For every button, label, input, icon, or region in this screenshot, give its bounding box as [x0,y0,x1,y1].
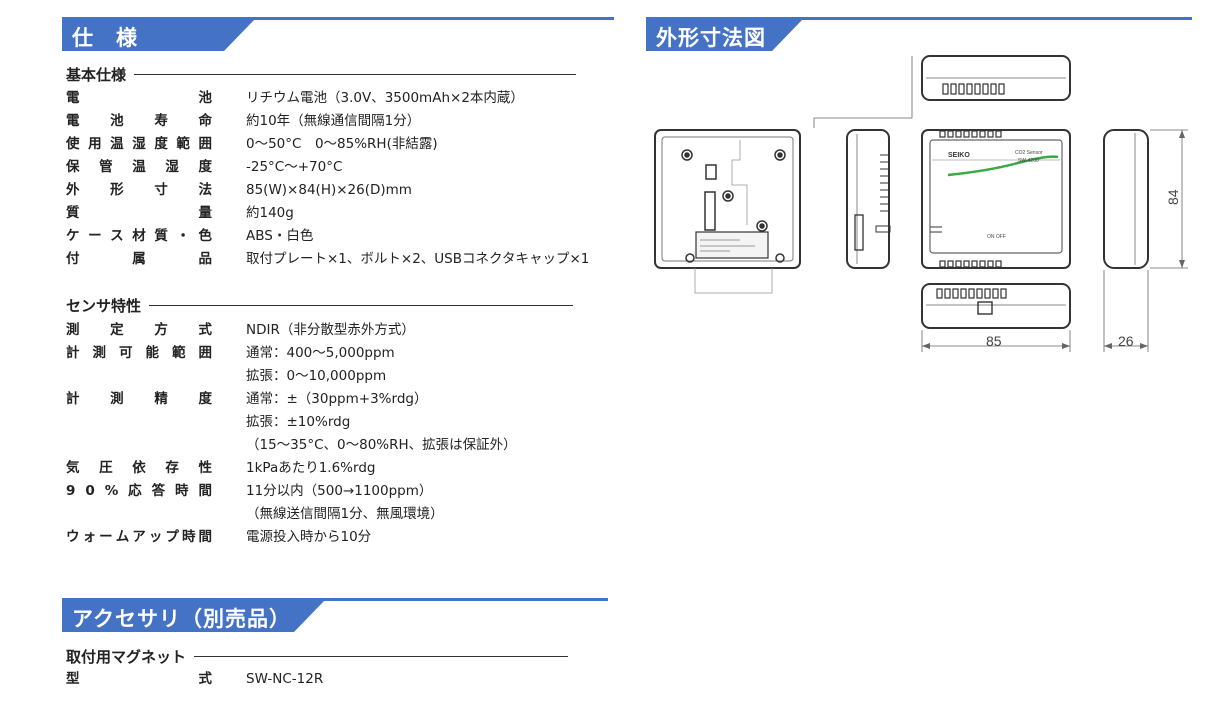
spec-row-label: ウォームアップ時間 [66,529,212,545]
side-view-right [1103,129,1149,269]
dim-width-label: 85 [986,333,1002,349]
front-product-label: CO2 Sensor [1015,150,1043,156]
spec-row-value: -25°C～+70°C [246,159,343,175]
spec-row-value: ABS・白色 [246,228,314,244]
spec-row-label: 保管温湿度 [66,159,212,175]
spec-row-label: 使用温湿度範囲 [66,136,212,152]
spec-banner-title: 仕 様 [72,26,138,50]
dim-depth-label: 26 [1118,333,1134,349]
spec-row-label: 気圧依存性 [66,460,212,476]
spec-row-label: 電池寿命 [66,113,212,129]
magnet-rule [194,656,569,657]
spec-row-value: （15～35°C、0～80%RH、拡張は保証外） [246,437,517,453]
front-switch-label: ON OFF [987,234,1006,240]
accessory-banner-title: アクセサリ（別売品） [72,607,291,631]
back-view [654,129,801,294]
spec-row-value: 通常：400～5,000ppm [246,345,395,361]
spec-banner-tab: 仕 様 [62,20,254,51]
spec-row-label: 測定方式 [66,322,212,338]
spec-row-label: 外形寸法 [66,182,212,198]
spec-row-label: ケース材質・色 [66,228,212,244]
basic-spec-heading: 基本仕様 [66,64,577,85]
dim-height-label: 84 [1165,189,1181,205]
spec-row-value: 約140g [246,205,294,221]
spec-row-value: 通常：±（30ppm+3%rdg） [246,391,428,407]
accessory-banner: アクセサリ（別売品） [62,598,608,632]
drawing-banner-line [646,17,1192,20]
top-view [921,55,1071,101]
sensor-spec-rule [149,305,574,306]
front-view [921,129,1071,269]
spec-row-value: NDIR（非分散型赤外方式） [246,322,415,338]
spec-row-label: 型式 [66,671,212,687]
spec-row-value: 1kPaあたり1.6%rdg [246,460,376,476]
spec-row-value: 0～50°C 0～85%RH(非結露) [246,136,438,152]
spec-banner-line [62,17,614,20]
spec-row-value: （無線送信間隔1分、無風環境） [246,506,444,522]
spec-row-value: 約10年（無線通信間隔1分） [246,113,421,129]
spec-row-value: 拡張：0～10,000ppm [246,368,387,384]
drawing-banner-title: 外形寸法図 [656,26,766,50]
magnet-heading: 取付用マグネット [66,646,569,667]
bottom-view [921,283,1071,329]
accessory-banner-line [62,598,608,601]
spec-row-label: 付属品 [66,251,212,267]
spec-row-value: 取付プレート×1、ボルト×2、USBコネクタキャップ×1 [246,251,590,267]
spec-row-value: リチウム電池（3.0V、3500mAh×2本内蔵） [246,90,524,106]
drawing-banner-tab: 外形寸法図 [646,20,802,51]
spec-row-label: 計測可能範囲 [66,345,212,361]
spec-banner: 仕 様 [62,17,614,51]
spec-row-label: 質量 [66,205,212,221]
front-model-label: SW-4200 [1018,158,1039,164]
spec-row-value: SW-NC-12R [246,671,324,687]
spec-row-value: 11分以内（500→1100ppm） [246,483,433,499]
spec-row-value: 85(W)×84(H)×26(D)mm [246,182,412,198]
drawing-banner: 外形寸法図 [646,17,1192,51]
front-brand-label: SEIKO [948,152,970,159]
accessory-banner-tab: アクセサリ（別売品） [62,601,324,632]
basic-spec-rule [134,74,577,75]
spec-row-value: 電源投入時から10分 [246,529,372,545]
spec-row-label: 電池 [66,90,212,106]
sensor-spec-heading: センサ特性 [66,295,574,316]
spec-row-label: 計測精度 [66,391,212,407]
spec-row-value: 拡張：±10%rdg [246,414,351,430]
side-view-left [846,129,891,269]
